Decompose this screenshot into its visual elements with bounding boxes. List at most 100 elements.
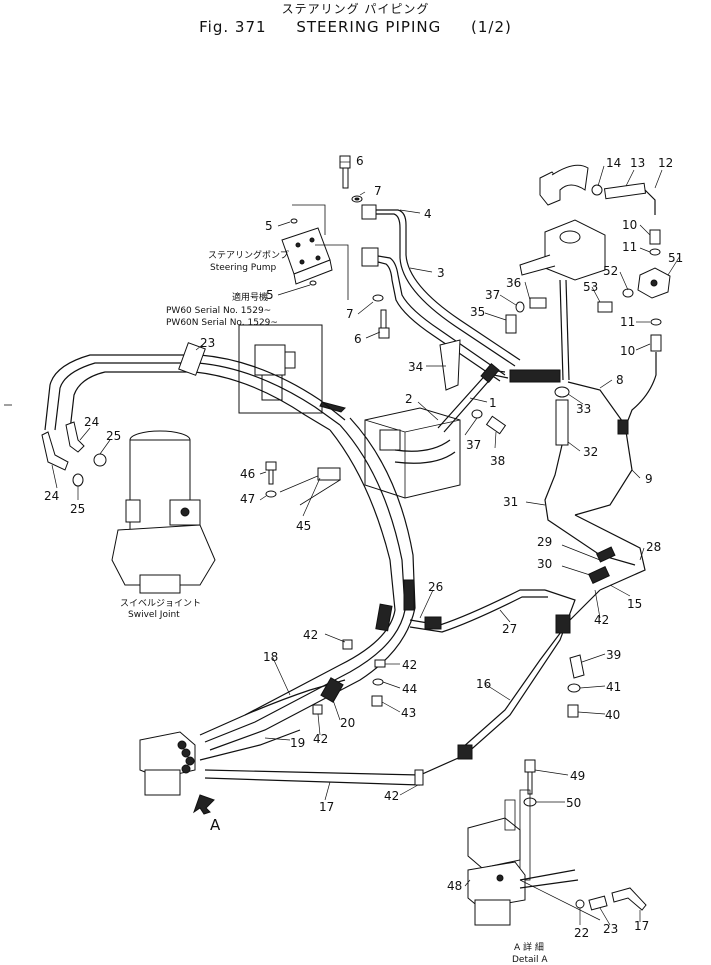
- o-ring-5b: [309, 280, 317, 286]
- note-steering-pump: Steering Pump: [210, 263, 277, 273]
- callout-23: 23: [200, 336, 215, 350]
- hose-13: [603, 182, 647, 200]
- callout-42: 42: [303, 628, 318, 642]
- pipe-27: [409, 589, 545, 626]
- callout-31: 31: [503, 495, 518, 509]
- washer-37-upper: [515, 301, 525, 313]
- callout-11: 11: [620, 315, 635, 329]
- callouts: 6 7 4 5 5 3 7 6 14 13 12 10 11 51 52 36 …: [44, 154, 683, 940]
- washer-41: [567, 683, 581, 693]
- callout-35: 35: [470, 305, 485, 319]
- callout-5: 5: [265, 219, 273, 233]
- callout-53: 53: [583, 280, 598, 294]
- view-arrow-label: A: [210, 816, 221, 834]
- callout-39: 39: [606, 648, 621, 662]
- bolt-43: [371, 695, 383, 707]
- pipe-15: [574, 514, 646, 591]
- pipe-8-joint: [617, 419, 629, 435]
- pipe-fitting-lower: [361, 247, 379, 267]
- hose-guard-20: [320, 677, 344, 703]
- bolt-36: [529, 297, 547, 309]
- valve-block: [364, 407, 461, 499]
- callout-2: 2: [405, 392, 413, 406]
- callout-5: 5: [266, 288, 274, 302]
- pipe-23-inner: [54, 362, 341, 431]
- callout-37: 37: [485, 288, 500, 302]
- nut-40: [567, 704, 579, 718]
- callout-6: 6: [356, 154, 364, 168]
- hose-16-joint: [457, 744, 473, 760]
- callout-8: 8: [616, 373, 624, 387]
- column-bracket: [539, 164, 589, 206]
- clip-42-c: [312, 704, 323, 715]
- callout-7: 7: [374, 184, 382, 198]
- hose-26-end: [424, 616, 442, 630]
- callout-45: 45: [296, 519, 311, 533]
- callout-51: 51: [668, 251, 683, 265]
- washer-47: [265, 490, 277, 498]
- note-swivel-jp: スイベルジョイント: [120, 599, 201, 609]
- callout-19: 19: [290, 736, 305, 750]
- hose-guard-a: [375, 603, 393, 632]
- callout-42: 42: [313, 732, 328, 746]
- note-detail: Detail A: [512, 955, 548, 965]
- title-japanese: ステアリング パイピング: [281, 2, 430, 16]
- callout-37: 37: [466, 438, 481, 452]
- callout-30: 30: [537, 557, 552, 571]
- hose-18: [244, 679, 346, 716]
- fitting-10-top: [649, 229, 661, 245]
- clamp-45: [317, 467, 341, 481]
- callout-52: 52: [603, 264, 618, 278]
- callout-38: 38: [490, 454, 505, 468]
- callout-11: 11: [622, 240, 637, 254]
- callout-27: 27: [502, 622, 517, 636]
- plate-39: [569, 654, 585, 679]
- pipe-23: [44, 354, 346, 431]
- figure-number: Fig. 371: [199, 18, 267, 36]
- callout-6: 6: [354, 332, 362, 346]
- pipe-4-inner: [376, 213, 516, 367]
- clip-42-lower: [414, 769, 424, 786]
- block-51: [637, 267, 671, 299]
- bolt-6-top: [339, 155, 351, 189]
- callout-9: 9: [645, 472, 653, 486]
- note-serial-jp: 適用号機: [232, 291, 268, 303]
- washer-44: [372, 678, 384, 686]
- callout-13: 13: [630, 156, 645, 170]
- hose-bundle-c: [209, 417, 416, 751]
- joint-29: [595, 546, 616, 563]
- callout-50: 50: [566, 796, 581, 810]
- clip-42-b: [374, 659, 386, 668]
- bracket-34: [439, 339, 461, 391]
- bolt-53: [597, 301, 613, 313]
- callout-23: 23: [603, 922, 618, 936]
- callout-49: 49: [570, 769, 585, 783]
- washer-37-lower: [471, 409, 483, 419]
- figure-name: STEERING PIPING: [296, 18, 442, 36]
- callout-25: 25: [70, 502, 85, 516]
- callout-24: 24: [84, 415, 99, 429]
- note-steering-pump-jp: ステアリングポンプ: [208, 249, 289, 261]
- callout-41: 41: [606, 680, 621, 694]
- nut-33: [554, 386, 570, 398]
- callout-4: 4: [424, 207, 432, 221]
- callout-18: 18: [263, 650, 278, 664]
- fitting-10-lower: [650, 334, 662, 352]
- callout-12: 12: [658, 156, 673, 170]
- callout-33: 33: [576, 402, 591, 416]
- swivel-joint: [111, 430, 216, 594]
- view-arrow-a: [193, 794, 215, 815]
- pipe-fitting-upper: [361, 204, 377, 220]
- washer-52: [622, 288, 634, 298]
- hose-19: [199, 729, 301, 761]
- washer-7-lower: [372, 294, 384, 302]
- hose-33: [509, 369, 561, 383]
- pipe-3: [377, 255, 506, 376]
- callout-29: 29: [537, 535, 552, 549]
- o-ring-11-top: [649, 248, 661, 256]
- bolt-46-head: [265, 461, 277, 471]
- note-swivel: Swivel Joint: [128, 610, 180, 620]
- pipe-31: [544, 444, 636, 566]
- callout-48: 48: [447, 879, 462, 893]
